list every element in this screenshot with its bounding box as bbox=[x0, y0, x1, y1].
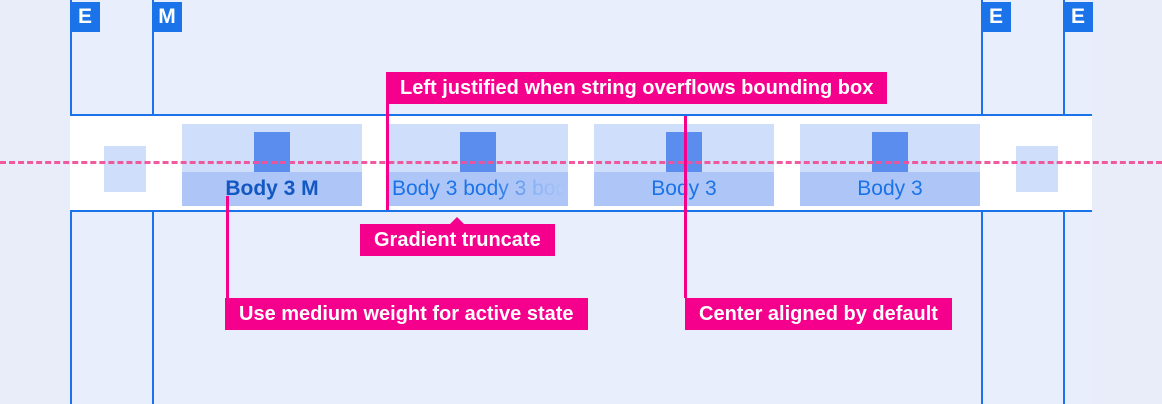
connector-medium-weight bbox=[226, 196, 229, 298]
endcap-right bbox=[1016, 146, 1058, 192]
tab-icon-area bbox=[800, 124, 980, 172]
tab-item-active[interactable]: Body 3 M bbox=[182, 124, 362, 206]
annotation-left-justified: Left justified when string overflows bou… bbox=[386, 72, 888, 104]
connector-left-justified bbox=[386, 104, 389, 210]
tab-glyph-icon bbox=[872, 132, 908, 172]
tab-item-overflow[interactable]: Body 3 body 3 body 3 body bbox=[388, 124, 568, 206]
badge-edge-left: E bbox=[70, 2, 100, 32]
tab-label-area: Body 3 bbox=[800, 172, 980, 206]
tab-item-label: Body 3 bbox=[651, 177, 717, 200]
tab-item-label: Body 3 M bbox=[225, 177, 319, 200]
vertical-center-guide bbox=[0, 161, 1162, 164]
badge-margin-left: M bbox=[152, 2, 182, 32]
tab-glyph-icon bbox=[460, 132, 496, 172]
tab-item-label: Body 3 body 3 body 3 body bbox=[392, 177, 568, 200]
badge-edge-right-outer: E bbox=[1063, 2, 1093, 32]
background-band-left bbox=[0, 0, 70, 404]
annotation-center-aligned: Center aligned by default bbox=[685, 298, 952, 330]
tab-icon-area bbox=[388, 124, 568, 172]
badge-edge-right-inner: E bbox=[981, 2, 1011, 32]
tab-item-default[interactable]: Body 3 bbox=[800, 124, 980, 206]
annotation-gradient-truncate: Gradient truncate bbox=[360, 224, 555, 256]
tab-label-area: Body 3 body 3 body 3 body bbox=[388, 172, 568, 206]
tab-label-area: Body 3 M bbox=[182, 172, 362, 206]
tab-icon-area bbox=[182, 124, 362, 172]
annotation-medium-weight: Use medium weight for active state bbox=[225, 298, 588, 330]
endcap-left bbox=[104, 146, 146, 192]
background-band-right bbox=[1092, 0, 1162, 404]
tab-bar-card: Body 3 M Body 3 body 3 body 3 body Body … bbox=[70, 114, 1092, 212]
tab-item-label: Body 3 bbox=[857, 177, 923, 200]
tab-glyph-icon bbox=[254, 132, 290, 172]
connector-center-aligned bbox=[684, 116, 687, 298]
